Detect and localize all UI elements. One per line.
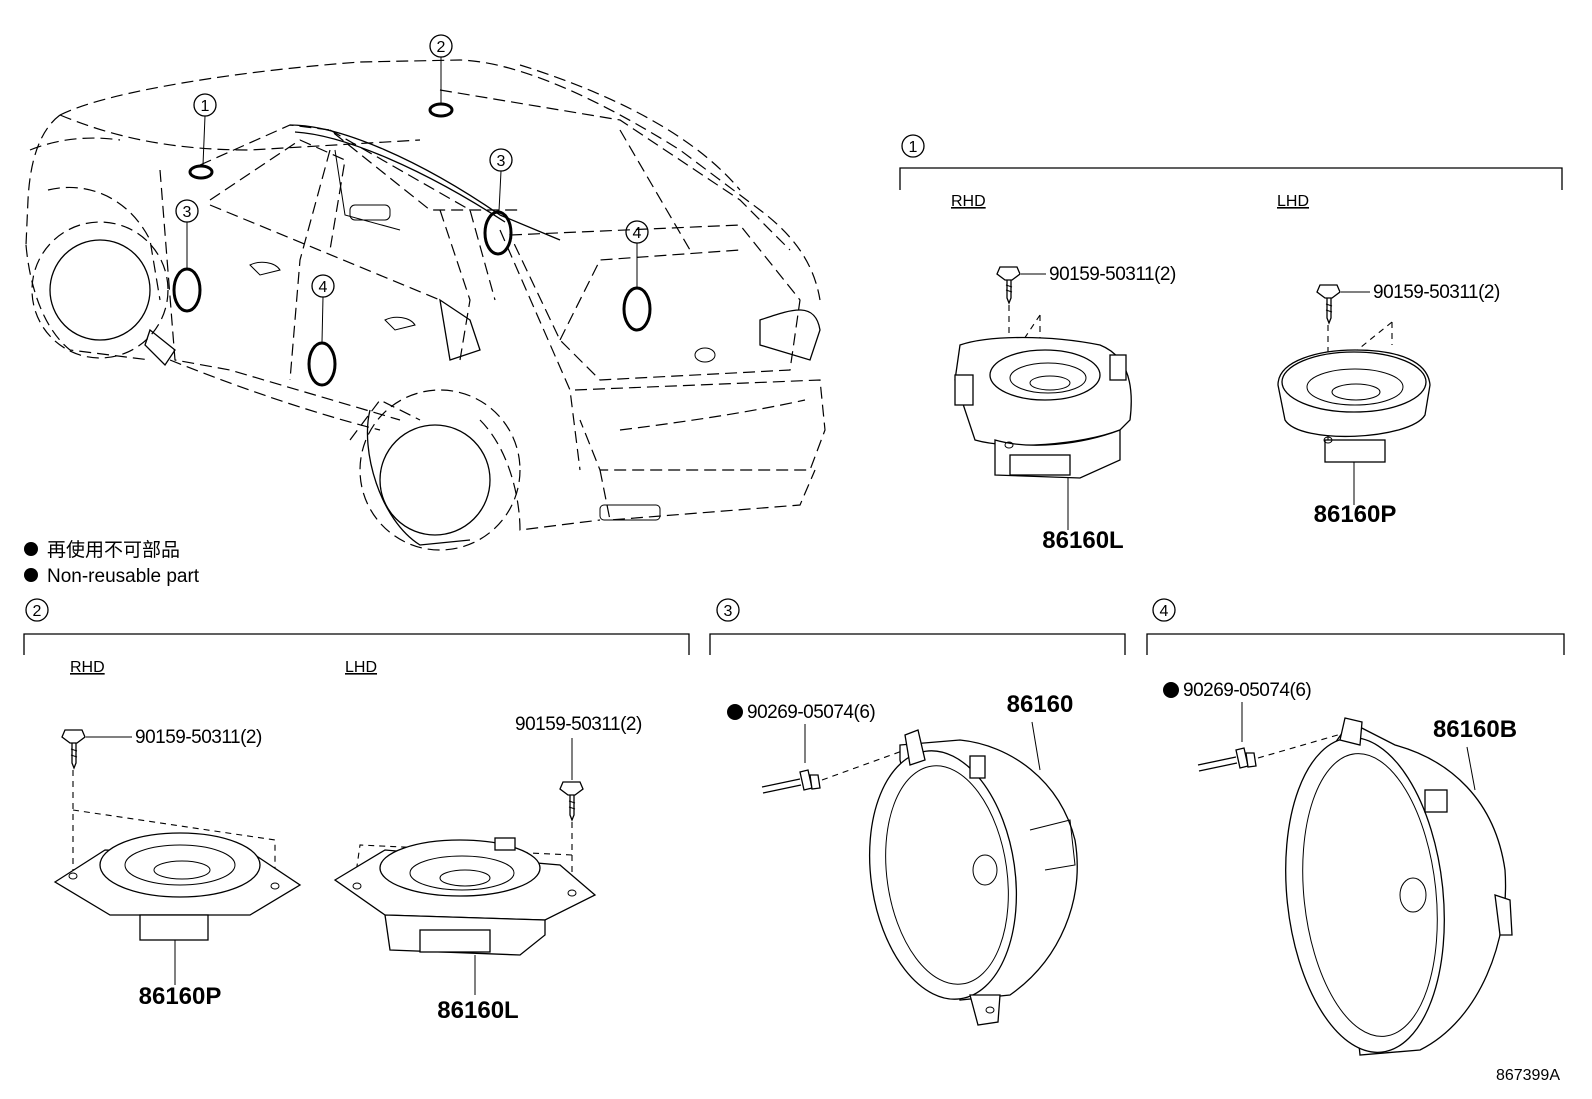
section-1-rhd-screw-number: 90159-50311(2) [1049,264,1176,285]
section-4: 4 90269-05074(6) 86160B [1146,598,1565,1056]
section-2-lhd-part-number: 86160L [437,997,518,1024]
door-speaker-86160 [868,729,1078,1026]
legend-en: Non-reusable part [47,566,200,587]
callout-3-rear: 3 [489,148,513,212]
section-1-rhd-label: RHD [951,193,986,210]
diagram-reference-code: 867399A [1496,1067,1560,1084]
section-1-number: 1 [909,139,918,156]
section-4-rivet-number: 90269-05074(6) [1183,680,1311,701]
tweeter-speaker-86160P [53,832,302,941]
non-reusable-dot-icon [24,542,38,556]
door-speaker-location-mid [307,341,337,387]
rivet-icon [761,769,821,794]
screw-icon [996,266,1021,305]
tweeter-location-front [188,164,214,180]
callout-1-front: 1 [193,93,217,166]
rivet-icon [1197,747,1257,772]
legend: 再使用不可部品 Non-reusable part [24,539,200,587]
screw-icon [61,729,86,770]
callout-4-front: 4 [311,274,335,343]
svg-text:1: 1 [201,98,210,115]
callout-4-rear: 4 [625,220,649,287]
svg-text:3: 3 [497,153,506,170]
section-3: 3 90269-05074(6) 86160 [709,598,1126,1026]
door-speaker-location-front [172,267,202,313]
non-reusable-dot-icon [1163,682,1179,698]
section-2-number: 2 [33,603,42,620]
section-3-rivet-number: 90269-05074(6) [747,702,875,723]
section-2-rhd-part-number: 86160P [139,983,222,1010]
screw-icon [559,781,584,822]
tweeter-location-rear [428,102,454,118]
door-speaker-location-rear [622,286,652,332]
section-4-part-number: 86160B [1433,716,1517,743]
svg-text:2: 2 [437,39,446,56]
legend-jp: 再使用不可部品 [47,539,180,561]
tweeter-speaker-86160L [954,336,1132,479]
section-1-rhd-part-number: 86160L [1042,527,1123,554]
svg-text:3: 3 [183,204,192,221]
section-2-lhd-screw-number: 90159-50311(2) [515,714,642,735]
section-1-lhd-label: LHD [1277,193,1309,210]
section-2-lhd-label: LHD [345,659,377,676]
section-2: 2 RHD LHD 90159-50311(2) 86160P 90159-50… [23,598,690,1024]
door-speaker-location-rear-upper [483,210,513,256]
section-1-lhd-screw-number: 90159-50311(2) [1373,282,1500,303]
non-reusable-dot-icon [727,704,743,720]
svg-text:4: 4 [319,279,328,296]
vehicle-illustration: 1 2 3 3 4 4 [25,34,826,551]
tweeter-speaker-86160P [1277,349,1431,463]
callout-2-rear: 2 [429,34,453,103]
section-4-number: 4 [1160,603,1169,620]
section-2-rhd-screw-number: 90159-50311(2) [135,727,262,748]
svg-text:4: 4 [633,225,642,242]
door-speaker-86160B [1285,717,1513,1056]
section-2-rhd-label: RHD [70,659,105,676]
section-1: 1 RHD LHD 90159-50311(2) 86160L [899,134,1563,554]
screw-icon [1316,284,1341,325]
section-3-number: 3 [724,603,733,620]
section-1-lhd-part-number: 86160P [1314,501,1397,528]
non-reusable-dot-icon [24,568,38,582]
callout-3-front: 3 [175,199,199,268]
section-3-part-number: 86160 [1007,691,1074,718]
tweeter-speaker-86160L [333,837,597,956]
